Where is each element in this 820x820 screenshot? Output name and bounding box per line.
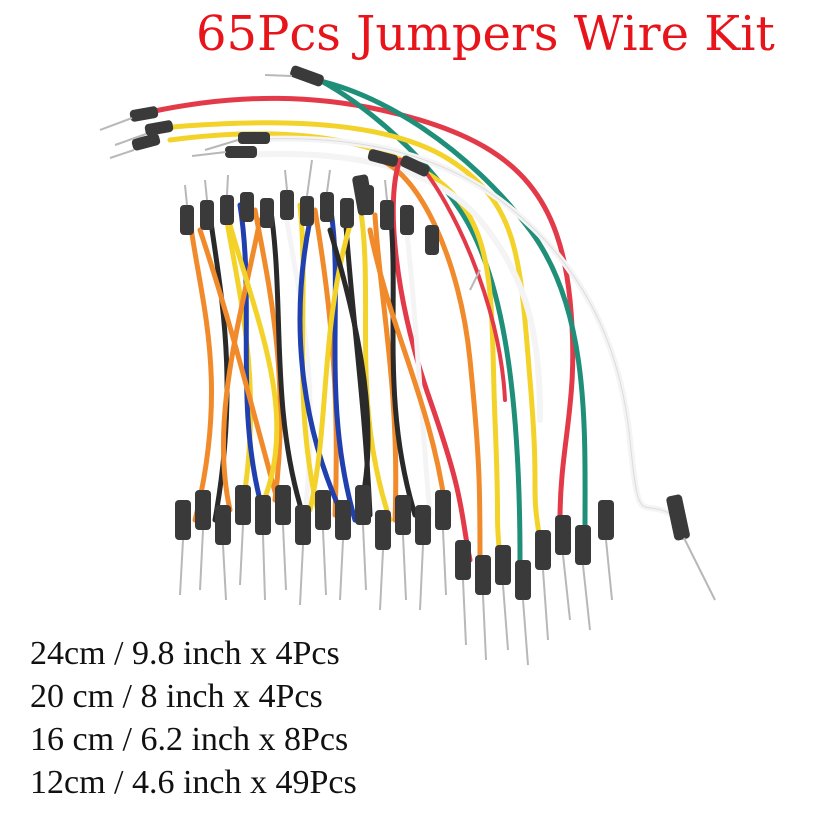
spec-16cm: 16 cm / 6.2 inch x 8Pcs [30, 721, 349, 758]
spec-24cm: 24cm / 9.8 inch x 4Pcs [30, 635, 340, 672]
product-title: 65Pcs Jumpers Wire Kit [196, 6, 775, 62]
length-specs: 24cm / 9.8 inch x 4Pcs 20 cm / 8 inch x … [30, 632, 357, 804]
spec-20cm: 20 cm / 8 inch x 4Pcs [30, 678, 323, 715]
spec-12cm: 12cm / 4.6 inch x 49Pcs [30, 764, 357, 801]
